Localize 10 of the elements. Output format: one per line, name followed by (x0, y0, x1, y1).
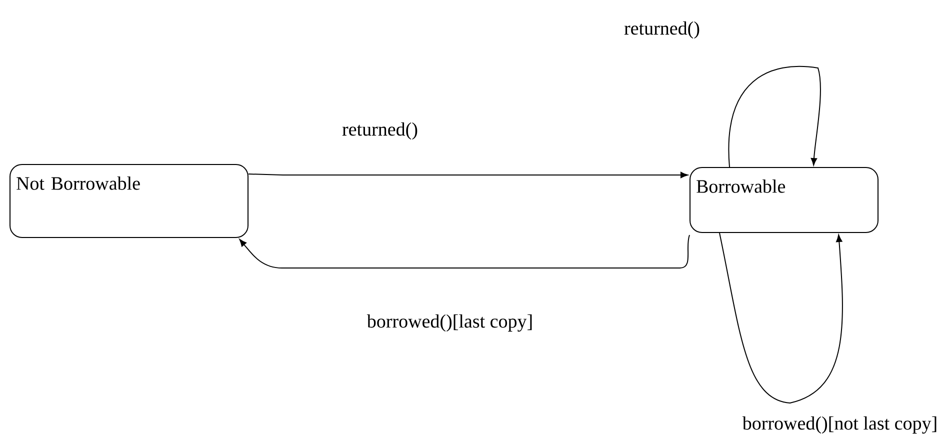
arrow (239, 234, 690, 268)
edge-label: returned() (623, 20, 701, 40)
edge-label: returned() (341, 121, 419, 141)
arrow (248, 172, 688, 178)
arrow (728, 66, 821, 168)
edge-label: borrowed()[not last copy] (741, 415, 939, 435)
arrow (719, 232, 843, 404)
edge-label: borrowed()[last copy] (366, 313, 534, 333)
state-box: Borrowable (690, 167, 878, 233)
state-box: Not Borrowable (10, 164, 248, 238)
